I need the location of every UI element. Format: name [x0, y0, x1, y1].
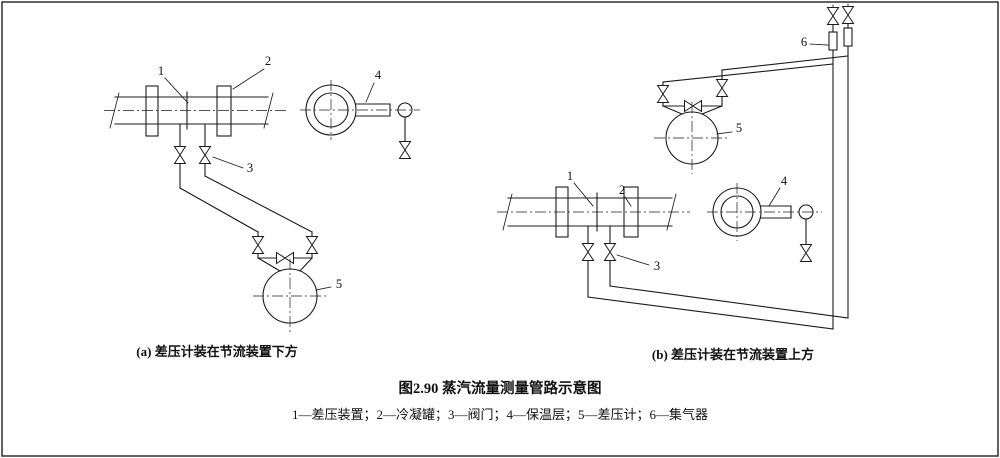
- labels-b: 1 2 3 4 5 6: [567, 35, 829, 273]
- leader-line: [809, 43, 829, 46]
- equalizing-valve-icon: [276, 252, 294, 264]
- caption-a: (a) 差压计装在节流装置下方: [136, 344, 297, 359]
- label-3: 3: [654, 259, 660, 273]
- gauge-inlet-line: [662, 105, 683, 115]
- leader-line: [616, 254, 650, 266]
- leader-line: [315, 286, 332, 291]
- gas-collector: [843, 27, 853, 47]
- label-2: 2: [265, 54, 271, 68]
- insulated-pipe-outer-circle: [712, 187, 762, 237]
- insulation-detail-a: [300, 80, 420, 159]
- label-1: 1: [567, 169, 573, 183]
- process-pipe-b: [497, 193, 690, 231]
- flange-block: [555, 186, 569, 238]
- leader-line: [212, 156, 244, 169]
- label-1: 1: [158, 64, 164, 78]
- leader-line: [232, 68, 265, 90]
- pipe-break-mark: [263, 92, 274, 129]
- valve-icon: [657, 85, 669, 103]
- pipe-break-mark: [109, 92, 120, 129]
- gas-collector: [828, 31, 838, 51]
- label-4: 4: [375, 68, 382, 82]
- impulse-line: [179, 187, 259, 233]
- branch-line: [662, 63, 834, 83]
- flange-block: [145, 85, 159, 137]
- leader-line: [768, 187, 781, 207]
- orifice-assembly-a: [145, 85, 232, 137]
- valve-icon: [399, 141, 411, 159]
- label-4: 4: [781, 174, 788, 188]
- diagram-b: 1 2 3 4 5 6: [497, 3, 854, 330]
- valve-manifold-b: [657, 55, 849, 115]
- gauge-circle: [665, 111, 719, 165]
- labels-a: 1 2 3 4 5: [158, 54, 382, 291]
- impulse-line: [587, 296, 834, 330]
- figure-legend: 1—差压装置；2—冷凝罐；3—阀门；4—保温层；5—差压计；6—集气器: [292, 407, 708, 423]
- valve-icon: [716, 79, 728, 97]
- leader-line: [573, 182, 594, 207]
- pipe-break-mark: [666, 193, 677, 231]
- dp-gauge-b: [654, 102, 730, 174]
- label-3: 3: [247, 161, 253, 175]
- leader-line: [716, 131, 733, 135]
- figure-title: 图2.90 蒸汽流量测量管路示意图: [399, 379, 602, 397]
- leader-line: [624, 196, 632, 207]
- gas-collectors-b: [827, 3, 854, 51]
- label-2: 2: [619, 183, 625, 197]
- impulse-lines-a: [174, 123, 313, 233]
- orifice-assembly-b: [555, 186, 639, 238]
- condenser-pot: [623, 186, 639, 238]
- gauge-inlet-line: [299, 257, 313, 272]
- condenser-pot: [216, 85, 232, 137]
- diagram-a: 1 2 3 4 5: [104, 54, 420, 333]
- impulse-lines-b: [582, 45, 849, 330]
- valve-icon: [582, 243, 594, 261]
- valve-icon: [252, 236, 264, 254]
- label-5: 5: [336, 277, 342, 291]
- caption-b: (b) 差压计装在节流装置上方: [652, 347, 814, 362]
- vent-valve-icon: [842, 6, 854, 24]
- valve-icon: [174, 146, 186, 164]
- equalizing-valve-icon: [684, 100, 702, 112]
- insulated-pipe-inner-circle: [313, 92, 349, 128]
- label-5: 5: [736, 121, 742, 135]
- impulse-line: [204, 175, 313, 233]
- process-pipe-a: [104, 92, 287, 129]
- valve-manifold-a: [252, 231, 318, 272]
- label-6: 6: [801, 35, 807, 49]
- insulation-detail-b: [707, 183, 822, 262]
- leader-line: [164, 77, 189, 104]
- impulse-line: [609, 285, 849, 319]
- valve-icon: [199, 146, 211, 164]
- pipe-break-mark: [502, 193, 513, 231]
- vent-valve-icon: [827, 7, 839, 25]
- insulated-pipe-inner-circle: [720, 195, 754, 229]
- branch-line: [721, 55, 849, 71]
- gauge-inlet-line: [701, 105, 723, 115]
- leader-line: [365, 82, 375, 103]
- gauge-inlet-line: [257, 257, 281, 272]
- gauge-circle: [262, 268, 318, 324]
- valve-icon: [800, 244, 812, 262]
- valve-icon: [306, 236, 318, 254]
- insulated-pipe-outer-circle: [305, 84, 357, 136]
- dp-gauge-a: [253, 259, 327, 333]
- valve-icon: [604, 243, 616, 261]
